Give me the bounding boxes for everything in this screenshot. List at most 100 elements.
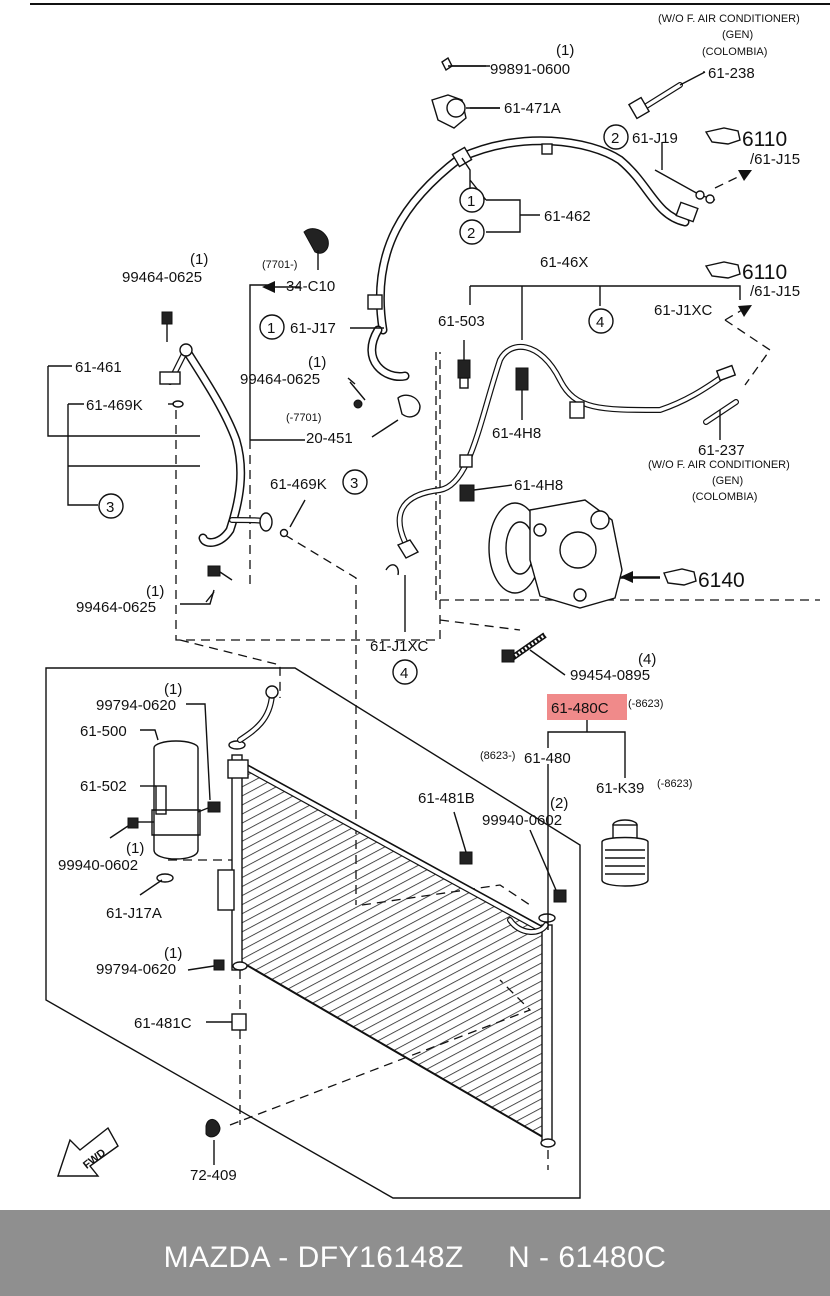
condenser-core-61-480: [217, 685, 556, 1148]
qty-label: (1): [164, 945, 182, 962]
ref-label-6140[interactable]: 6140: [698, 569, 745, 592]
part-label-99940-0602[interactable]: 99940-0602: [58, 857, 138, 874]
fwd-arrow-icon: FWD: [57, 1126, 119, 1177]
ref-circle-4: 4: [596, 314, 604, 331]
part-label-61-k39[interactable]: 61-K39: [596, 780, 644, 797]
ref-circle-3: 3: [106, 499, 114, 516]
valve-61-4h8: [459, 367, 529, 502]
switch-61-503: [457, 340, 471, 389]
condenser-fasteners: [187, 811, 567, 1165]
range-note: (-8623): [657, 778, 692, 790]
hand-ref-icon: [704, 261, 741, 279]
qty-label: (1): [164, 681, 182, 698]
part-label-61-480c[interactable]: 61-480C: [551, 700, 609, 717]
part-label-20-451[interactable]: 20-451: [306, 430, 353, 447]
part-label-61-503[interactable]: 61-503: [438, 313, 485, 330]
ref-circle-3: 3: [350, 475, 358, 492]
suction-hose-61-461: [159, 343, 273, 547]
arrows: [262, 170, 752, 583]
hand-ref-icon: [704, 127, 741, 145]
pipe-61-46x: [396, 343, 737, 545]
range-note: (-8623): [628, 698, 663, 710]
fitting-61-237: [703, 399, 739, 440]
ref-label-61-j15[interactable]: /61-J15: [750, 283, 800, 300]
qty-label: (1): [190, 251, 208, 268]
o-ring-61-469k: [279, 499, 306, 538]
qty-label: (1): [308, 354, 326, 371]
accumulator-61-k39: [601, 819, 649, 887]
parts-diagram: FWD 1 2 2 1 3 4 3 4 (W/O F. AIR CONDITIO…: [30, 3, 830, 1199]
part-label-61-j19[interactable]: 61-J19: [632, 130, 678, 147]
ref-label-6110[interactable]: 6110: [742, 261, 787, 284]
ref-circle-2: 2: [611, 130, 619, 147]
part-label-99891-0600[interactable]: 99891-0600: [490, 61, 570, 78]
part-label-61-481c[interactable]: 61-481C: [134, 1015, 192, 1032]
qty-label: (2): [550, 795, 568, 812]
range-note: (8623-): [480, 750, 515, 762]
range-note: (7701-): [262, 259, 297, 271]
callout-note: (W/O F. AIR CONDITIONER): [658, 13, 800, 25]
part-label-61-469k[interactable]: 61-469K: [86, 397, 143, 414]
leader-lines: [47, 65, 741, 930]
qty-label: (1): [556, 42, 574, 59]
dashed-guides: [168, 319, 820, 1170]
compressor-6140: [385, 499, 660, 609]
condenser-box: [45, 667, 581, 1199]
part-label-99794-0620[interactable]: 99794-0620: [96, 697, 176, 714]
clamp-20-451: [349, 381, 421, 438]
part-label-61-46x[interactable]: 61-46X: [540, 254, 588, 271]
footer-bar: [0, 1210, 830, 1296]
part-label-34-c10[interactable]: 34-C10: [286, 278, 335, 295]
callout-note: (COLOMBIA): [692, 491, 757, 503]
range-note: (-7701): [286, 412, 321, 424]
part-labels: (W/O F. AIR CONDITIONER) (GEN) (COLOMBIA…: [58, 13, 800, 1184]
part-label-99464-0625[interactable]: 99464-0625: [122, 269, 202, 286]
circled-refs: 1 2 2 1 3 4 3 4: [98, 124, 629, 685]
discharge-hose-61-462: [367, 136, 699, 381]
fitting-61-238: [627, 71, 716, 204]
clip-34-c10: [303, 228, 329, 270]
part-label-61-500[interactable]: 61-500: [80, 723, 127, 740]
part-label-61-j1xc[interactable]: 61-J1XC: [370, 638, 429, 655]
part-label-99794-0620[interactable]: 99794-0620: [96, 961, 176, 978]
ref-circle-1: 1: [267, 320, 275, 337]
target-part-highlight: [547, 694, 627, 720]
part-label-61-4h8[interactable]: 61-4H8: [514, 477, 563, 494]
part-label-61-j17a[interactable]: 61-J17A: [106, 905, 162, 922]
part-label-61-j1xc[interactable]: 61-J1XC: [654, 302, 713, 319]
ref-label-61-j15[interactable]: /61-J15: [750, 151, 800, 168]
part-label-61-469k[interactable]: 61-469K: [270, 476, 327, 493]
part-label-99464-0625[interactable]: 99464-0625: [76, 599, 156, 616]
footer-part-number: MAZDA - DFY16148Z N - 61480C: [163, 1241, 667, 1274]
part-label-61-461[interactable]: 61-461: [75, 359, 122, 376]
part-label-61-502[interactable]: 61-502: [80, 778, 127, 795]
part-label-72-409[interactable]: 72-409: [190, 1167, 237, 1184]
left-bolts: [161, 311, 233, 603]
part-label-99464-0625[interactable]: 99464-0625: [240, 371, 320, 388]
qty-label: (1): [126, 840, 144, 857]
part-label-99454-0895[interactable]: 99454-0895: [570, 667, 650, 684]
ref-circle-4: 4: [400, 665, 408, 682]
callout-note: (W/O F. AIR CONDITIONER): [648, 459, 790, 471]
part-label-99940-0602[interactable]: 99940-0602: [482, 812, 562, 829]
part-label-61-481b[interactable]: 61-481B: [418, 790, 475, 807]
part-label-61-462[interactable]: 61-462: [544, 208, 591, 225]
part-label-61-237[interactable]: 61-237: [698, 442, 745, 459]
ref-circle-1: 1: [467, 193, 475, 210]
bolt-99454: [501, 632, 566, 676]
part-label-61-j17[interactable]: 61-J17: [290, 320, 336, 337]
part-label-61-480[interactable]: 61-480: [524, 750, 571, 767]
callout-note: (GEN): [722, 29, 753, 41]
part-label-61-238[interactable]: 61-238: [708, 65, 755, 82]
callout-note: (GEN): [712, 475, 743, 487]
receiver-drier-61-500: [109, 740, 221, 896]
part-label-61-471a[interactable]: 61-471A: [504, 100, 561, 117]
qty-label: (1): [146, 583, 164, 600]
part-label-61-4h8[interactable]: 61-4H8: [492, 425, 541, 442]
ref-label-6110[interactable]: 6110: [742, 128, 787, 151]
hand-ref-icon: [663, 568, 697, 586]
ref-circle-2: 2: [467, 225, 475, 242]
ref-symbols: [663, 127, 741, 586]
callout-note: (COLOMBIA): [702, 46, 767, 58]
qty-label: (4): [638, 651, 656, 668]
